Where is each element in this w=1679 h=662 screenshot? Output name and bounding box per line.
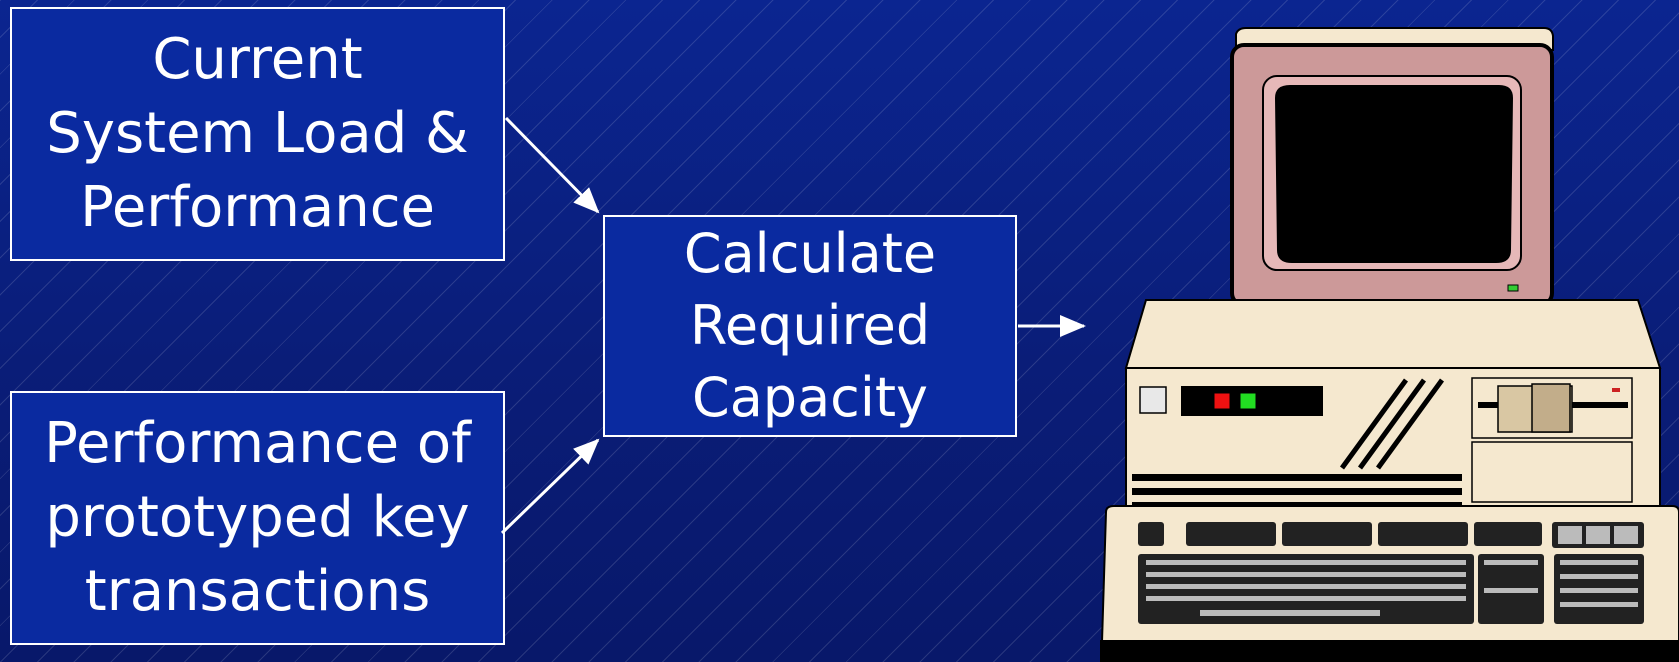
box-line: Current	[152, 27, 363, 92]
arrow-load-to-calc	[504, 116, 600, 214]
arrow-proto-to-calc	[500, 438, 600, 535]
box-line: Performance	[80, 175, 435, 240]
computer-icon	[1100, 27, 1679, 662]
box-line: Calculate	[683, 222, 937, 285]
current-system-load-box: Current System Load & Performance	[10, 7, 505, 261]
box-line: System Load &	[46, 101, 469, 166]
box-line: Required	[689, 294, 931, 357]
calculate-capacity-box: Calculate Required Capacity	[603, 215, 1017, 437]
box-line: prototyped key	[45, 485, 470, 550]
box-line: Performance of	[44, 411, 471, 476]
box-line: transactions	[84, 559, 431, 624]
prototyped-transactions-box: Performance of prototyped key transactio…	[10, 391, 505, 645]
box-line: Capacity	[692, 366, 928, 429]
